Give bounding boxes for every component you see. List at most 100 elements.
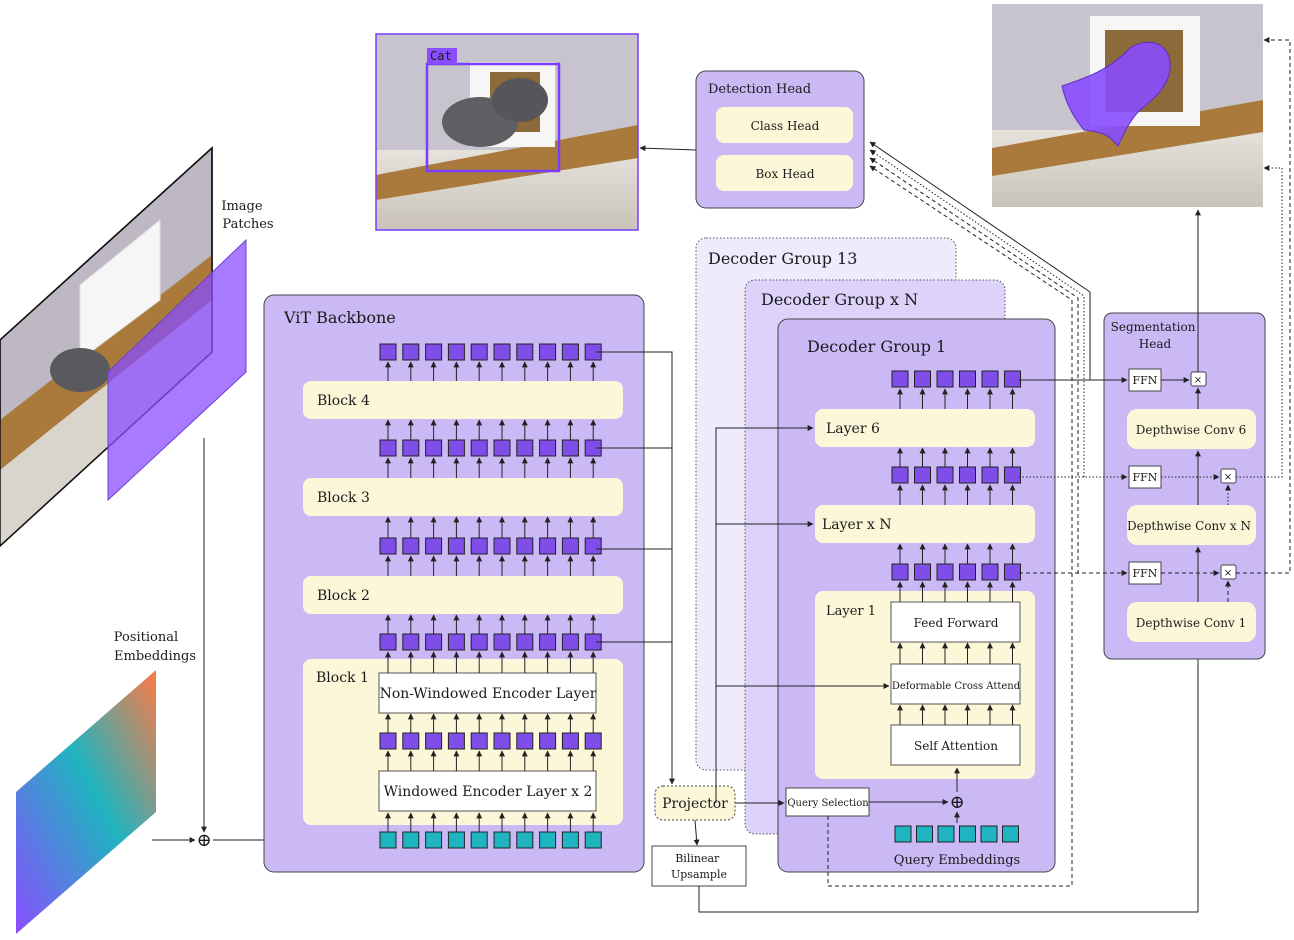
query-token	[914, 370, 931, 388]
feature-token	[402, 343, 420, 361]
decoder-token-rows	[891, 370, 1021, 725]
feature-token	[470, 732, 488, 750]
feature-token	[447, 732, 465, 750]
feature-token	[425, 537, 443, 555]
block3	[303, 478, 623, 516]
feature-token	[425, 633, 443, 651]
windowed-encoder-layer	[378, 770, 597, 812]
query-token	[914, 563, 931, 581]
bilinear-upsample-label: Bilinear Upsample	[671, 852, 727, 881]
feed-forward-box	[890, 601, 1021, 643]
multiply-icon: ×	[1224, 472, 1232, 483]
feature-token	[561, 633, 579, 651]
ffn-label-6: FFN	[1133, 374, 1158, 387]
class-head-label: Class Head	[751, 119, 820, 133]
depthwise-conv6-label: Depthwise Conv 6	[1136, 423, 1247, 437]
feature-token	[561, 439, 579, 457]
feature-token	[561, 732, 579, 750]
multiply-icon: ×	[1224, 568, 1232, 579]
feature-token	[516, 343, 534, 361]
query-embedding-token	[916, 825, 933, 843]
feature-token	[516, 732, 534, 750]
decoder-to-detection-lines	[869, 141, 1091, 574]
feature-token	[561, 537, 579, 555]
multiply-box-n	[1220, 468, 1237, 484]
image-patches-label: Image Patches	[221, 199, 273, 232]
decoder-layer-n	[815, 505, 1035, 543]
block4	[303, 381, 623, 419]
query-token	[981, 563, 999, 581]
decoder-group-n-title: Decoder Group x N	[761, 290, 918, 309]
query-token	[959, 466, 976, 484]
segmentation-output-image	[992, 4, 1263, 207]
query-token	[891, 466, 909, 484]
query-embedding-token	[1002, 825, 1019, 843]
feature-token	[470, 537, 488, 555]
projector-label: Projector	[662, 796, 728, 812]
input-token	[470, 831, 488, 849]
feature-token	[470, 633, 488, 651]
feature-token	[493, 343, 511, 361]
query-selection-label: Query Selection	[787, 798, 869, 809]
depthwise-conv-n-label: Depthwise Conv x N	[1127, 519, 1251, 533]
input-token	[402, 831, 420, 849]
depthwise-conv1-box	[1127, 602, 1256, 642]
positional-embeddings-plane	[16, 670, 156, 934]
query-token	[891, 563, 909, 581]
feature-token	[539, 633, 557, 651]
feature-token	[402, 732, 420, 750]
query-embedding-token	[959, 825, 976, 843]
feature-token	[539, 439, 557, 457]
query-token	[959, 370, 976, 388]
feature-token	[493, 633, 511, 651]
multiply-box-1	[1220, 564, 1237, 580]
feature-token	[447, 343, 465, 361]
deformable-cross-attend-label: Deformable Cross Attend	[892, 681, 1021, 692]
query-token	[936, 370, 954, 388]
feature-token	[516, 439, 534, 457]
feature-token	[447, 633, 465, 651]
input-token	[516, 831, 534, 849]
input-token	[425, 831, 443, 849]
deformable-cross-attend-box	[890, 663, 1021, 705]
vit-backbone-title: ViT Backbone	[283, 308, 396, 327]
multiply-icon: ×	[1194, 375, 1202, 386]
feed-forward-label: Feed Forward	[914, 616, 999, 630]
block3-label: Block 3	[317, 490, 370, 506]
query-token	[936, 466, 954, 484]
feature-token	[447, 439, 465, 457]
box-head-box	[716, 155, 853, 191]
image-patches-plane	[107, 238, 247, 502]
query-token	[936, 563, 954, 581]
depthwise-conv-n-box	[1127, 505, 1256, 545]
cat-detection-label: Cat	[430, 49, 452, 63]
feature-token	[402, 439, 420, 457]
query-embedding-token	[894, 825, 912, 843]
positional-embeddings-label: Positional Embeddings	[114, 630, 196, 664]
feature-token	[379, 732, 397, 750]
query-token	[959, 563, 976, 581]
input-token	[584, 831, 602, 849]
input-token	[561, 831, 579, 849]
class-head-box	[716, 107, 853, 143]
block4-label: Block 4	[317, 393, 370, 409]
feature-token	[539, 732, 557, 750]
feature-token	[447, 537, 465, 555]
feature-token	[379, 343, 397, 361]
decoder-group-13-title: Decoder Group 13	[708, 249, 857, 268]
segmentation-head-title: Segmentation Head	[1111, 320, 1200, 351]
box-head-label: Box Head	[755, 167, 814, 181]
query-embedding-tokens	[894, 825, 1019, 843]
query-embedding-token	[937, 825, 955, 843]
backbone-to-projector-lines	[596, 351, 675, 785]
query-token	[1004, 370, 1021, 388]
ffn-label-n: FFN	[1133, 471, 1158, 484]
query-embeddings-label: Query Embeddings	[894, 853, 1020, 868]
detection-output-image	[375, 33, 639, 231]
decoder-group-1-title: Decoder Group 1	[807, 337, 946, 356]
feature-token	[539, 537, 557, 555]
block2	[303, 576, 623, 614]
feature-token	[561, 343, 579, 361]
query-embedding-token	[980, 825, 998, 843]
feature-token	[425, 439, 443, 457]
